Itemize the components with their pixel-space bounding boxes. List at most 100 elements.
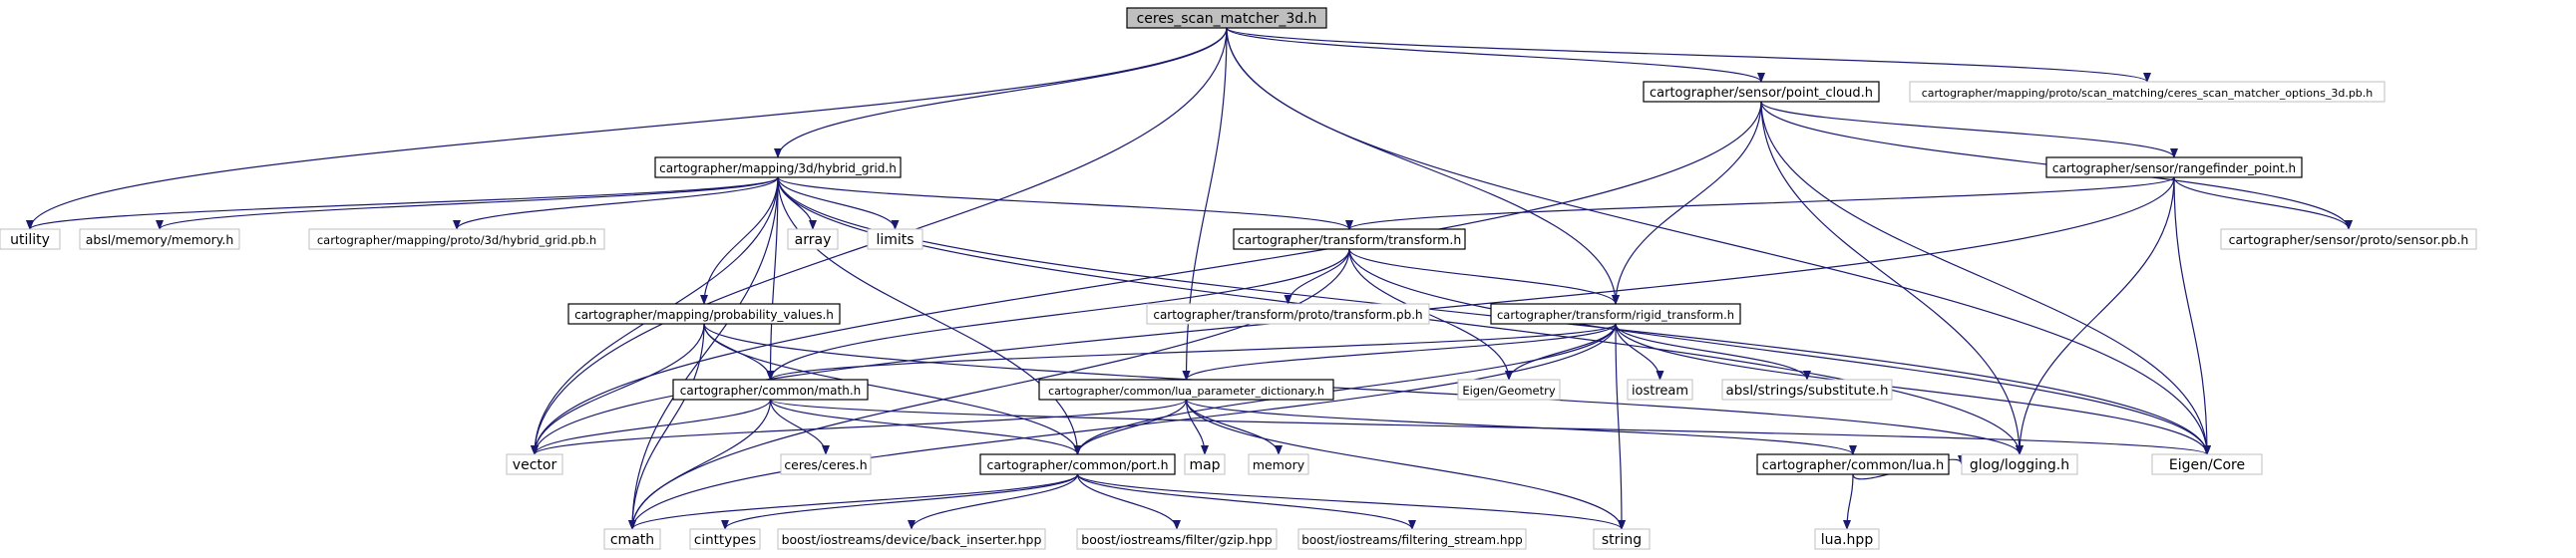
node-label: cinttypes	[694, 532, 756, 548]
node-probvals[interactable]: cartographer/mapping/probability_values.…	[567, 303, 841, 325]
node-box	[1233, 228, 1466, 250]
node-hybrid[interactable]: cartographer/mapping/3d/hybrid_grid.h	[654, 156, 902, 178]
node-label: boost/iostreams/filter/gzip.hpp	[1081, 532, 1273, 547]
node-box	[979, 453, 1176, 475]
node-box	[689, 528, 761, 550]
edge-transform-to-eigencore	[1348, 248, 2211, 455]
node-box	[1593, 528, 1651, 550]
edge-port-to-gzip	[1076, 473, 1181, 530]
node-box	[1814, 528, 1880, 550]
edge-pointcloud-to-rigid	[1612, 101, 1762, 305]
edge-hybrid-to-cmath	[628, 176, 779, 530]
edge-math-to-ceresh	[769, 399, 830, 455]
node-label: ceres_scan_matcher_3d.h	[1137, 11, 1317, 27]
node-port[interactable]: cartographer/common/port.h	[979, 453, 1176, 475]
edge-lua-to-luahpp	[1843, 473, 1854, 530]
edge-lpd-to-string	[1185, 399, 1626, 530]
node-box	[1643, 81, 1880, 103]
node-map: map	[1184, 453, 1226, 475]
edge-rangefinder-to-transform	[1345, 176, 2175, 230]
node-ceresh: ceres/ceres.h	[780, 453, 872, 475]
node-label: cartographer/common/lua.h	[1762, 458, 1944, 473]
node-ceres[interactable]: ceres_scan_matcher_3d.h	[1126, 7, 1327, 29]
edge-ceres-to-utility	[26, 27, 1228, 230]
edge-ceres-to-csmopt	[1226, 27, 2151, 83]
edge-rigid-to-substitute	[1615, 323, 1811, 381]
node-math[interactable]: cartographer/common/math.h	[672, 379, 869, 401]
node-rangefinder[interactable]: cartographer/sensor/rangefinder_point.h	[2045, 156, 2303, 178]
node-label: cartographer/mapping/3d/hybrid_grid.h	[659, 161, 897, 175]
edge-lpd-to-vector	[531, 399, 1188, 455]
node-label: cartographer/common/math.h	[680, 384, 862, 398]
node-absl_mem: absl/memory/memory.h	[79, 228, 240, 250]
edge-transform-to-rigid	[1348, 248, 1620, 305]
node-label: absl/memory/memory.h	[86, 232, 234, 247]
edge-hybrid-to-port	[777, 176, 1082, 455]
edge-hybrid-to-hybridpb	[453, 176, 779, 230]
node-box	[654, 156, 902, 178]
node-pointcloud[interactable]: cartographer/sensor/point_cloud.h	[1643, 81, 1880, 103]
node-vector: vector	[506, 453, 563, 475]
edge-port-to-filtstream	[1076, 473, 1416, 530]
node-string: string	[1593, 528, 1651, 550]
edge-probvals-to-glog	[703, 323, 2024, 455]
edge-rigid-to-iostream	[1615, 323, 1664, 381]
node-lpd[interactable]: cartographer/common/lua_parameter_dictio…	[1038, 379, 1334, 401]
edge-lpd-to-port	[1073, 399, 1188, 455]
node-eigengeo: Eigen/Geometry	[1457, 379, 1561, 401]
node-label: cartographer/sensor/rangefinder_point.h	[2052, 161, 2296, 175]
node-lua[interactable]: cartographer/common/lua.h	[1756, 453, 1950, 475]
node-label: cartographer/transform/proto/transform.p…	[1153, 308, 1422, 322]
edge-port-to-cmath	[628, 473, 1079, 530]
node-label: string	[1602, 532, 1642, 548]
node-label: lua.hpp	[1821, 532, 1874, 548]
node-label: array	[795, 232, 832, 248]
edge-lpd-to-memory	[1185, 399, 1283, 455]
node-label: absl/strings/substitute.h	[1725, 383, 1888, 399]
node-label: map	[1189, 457, 1220, 473]
edge-hybrid-to-probvals	[700, 176, 779, 305]
edge-math-to-port	[769, 399, 1082, 455]
node-cinttypes: cinttypes	[689, 528, 761, 550]
node-label: cartographer/transform/rigid_transform.h	[1497, 308, 1734, 322]
node-luahpp: lua.hpp	[1814, 528, 1880, 550]
edge-transform-to-transformpb	[1284, 248, 1350, 305]
node-eigencore: Eigen/Core	[2151, 453, 2263, 475]
node-memory: memory	[1248, 453, 1309, 475]
node-label: limits	[876, 232, 914, 248]
node-limits: limits	[867, 228, 923, 250]
node-substitute: absl/strings/substitute.h	[1721, 379, 1893, 401]
node-hybridpb: cartographer/mapping/proto/3d/hybrid_gri…	[308, 228, 605, 250]
node-label: cartographer/transform/transform.h	[1238, 232, 1462, 247]
node-box	[567, 303, 841, 325]
node-array: array	[787, 228, 839, 250]
node-box	[2151, 453, 2263, 475]
node-csmopt: cartographer/mapping/proto/scan_matching…	[1909, 81, 2386, 103]
edge-pointcloud-to-glog	[1760, 101, 2024, 455]
node-box	[1909, 81, 2386, 103]
edge-hybrid-to-absl_mem	[156, 176, 779, 230]
edge-ceres-to-rigid	[1226, 27, 1620, 305]
node-box	[867, 228, 923, 250]
edge-hybrid-to-limits	[777, 176, 900, 230]
node-label: boost/iostreams/device/back_inserter.hpp	[782, 532, 1042, 547]
node-transformpb: cartographer/transform/proto/transform.p…	[1146, 303, 1430, 325]
edge-rangefinder-to-glog	[2016, 176, 2175, 455]
node-label: boost/iostreams/filtering_stream.hpp	[1301, 533, 1523, 547]
node-label: utility	[10, 232, 50, 248]
node-transform[interactable]: cartographer/transform/transform.h	[1233, 228, 1466, 250]
node-box	[672, 379, 869, 401]
node-label: cartographer/common/lua_parameter_dictio…	[1048, 385, 1324, 398]
node-gzip: boost/iostreams/filter/gzip.hpp	[1076, 528, 1278, 550]
edge-pointcloud-to-vector	[531, 101, 1762, 455]
node-rigid[interactable]: cartographer/transform/rigid_transform.h	[1490, 303, 1741, 325]
node-box	[1038, 379, 1334, 401]
edge-lpd-to-map	[1185, 399, 1209, 455]
node-label: cartographer/sensor/point_cloud.h	[1650, 86, 1873, 101]
node-label: glog/logging.h	[1970, 457, 2069, 473]
node-box	[79, 228, 240, 250]
node-box	[603, 528, 661, 550]
edge-ceres-to-hybrid	[774, 27, 1228, 158]
edge-hybrid-to-math	[766, 176, 779, 381]
node-box	[1126, 7, 1327, 29]
